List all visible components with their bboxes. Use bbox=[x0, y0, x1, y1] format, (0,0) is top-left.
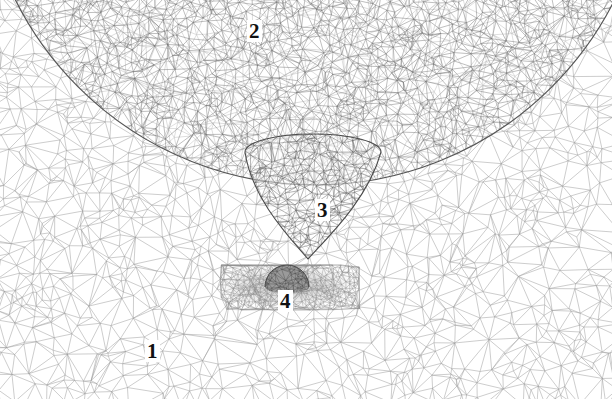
callout-number: 4 bbox=[278, 290, 293, 312]
callout-number: 1 bbox=[145, 340, 160, 362]
tip-mesh bbox=[240, 130, 390, 264]
tip-outline bbox=[245, 134, 381, 259]
callout-number: 3 bbox=[315, 199, 330, 221]
callout-number: 2 bbox=[247, 20, 262, 42]
tip-body bbox=[240, 130, 390, 265]
hemisphere-outline bbox=[265, 265, 309, 287]
